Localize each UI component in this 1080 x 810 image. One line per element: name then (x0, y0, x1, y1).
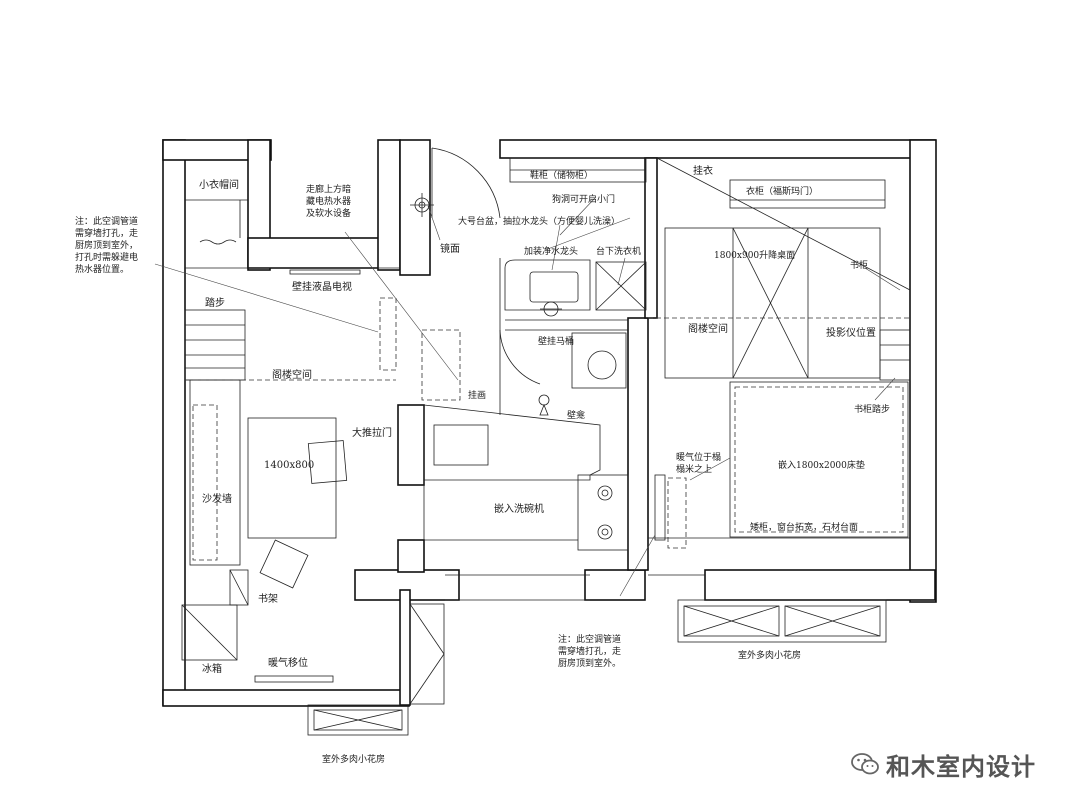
book-steps (879, 329, 911, 381)
label-loft-left: 阁楼空间 (272, 368, 312, 381)
label-note-left-4: 打孔时需躲避电 (75, 251, 138, 263)
label-heater-under-1: 暖气位于榻 (676, 451, 721, 463)
wall-top-right (499, 139, 936, 159)
label-bay-window: 矮柜，窗台拓宽，石材台面 (750, 521, 858, 533)
label-garden-left: 室外多肉小花房 (322, 753, 385, 765)
label-niche: 壁龛 (567, 409, 585, 421)
wall-bedroom-left (627, 317, 649, 571)
leader-lines (154, 197, 901, 597)
label-hang-clothes: 挂衣 (693, 164, 713, 177)
watermark-text: 和木室内设计 (886, 752, 1036, 781)
label-book-cabinet: 书柜 (850, 259, 868, 271)
garden-side (409, 603, 445, 705)
stairs (184, 309, 246, 381)
label-book-steps: 书柜踏步 (854, 403, 890, 415)
toilet-area (571, 332, 627, 389)
wall-pillar-mid (584, 569, 646, 601)
toilet (587, 350, 617, 380)
label-fridge: 冰箱 (202, 662, 222, 675)
label-loft-right: 阁楼空间 (688, 322, 728, 335)
text-labels: 小衣帽间 注：此空调管道 需穿墙打孔，走 厨房顶到室外， 打孔时需躲避电 热水器… (75, 164, 890, 765)
chair-2 (259, 539, 309, 589)
fridge (181, 604, 238, 661)
label-small-closet: 小衣帽间 (199, 178, 239, 191)
label-wardrobe: 衣柜（福斯玛门） (746, 185, 818, 197)
label-projector: 投影仪位置 (826, 326, 876, 339)
tv-panel (289, 269, 361, 275)
label-note-bottom-2: 需穿墙打孔，走 (558, 645, 621, 657)
label-washer: 台下洗衣机 (596, 245, 641, 257)
label-mirror: 镜面 (440, 242, 460, 255)
table (247, 417, 337, 539)
label-note-left-5: 热水器位置。 (75, 263, 129, 275)
label-note-bottom-3: 厨房顶到室外。 (558, 657, 621, 669)
watermark: 和木室内设计 (850, 748, 1050, 781)
wall-kitchen-left-low (397, 539, 425, 573)
label-toilet: 壁挂马桶 (538, 335, 574, 347)
walls (162, 139, 937, 707)
label-sliding-door: 大推拉门 (352, 426, 392, 439)
bedroom (648, 157, 911, 643)
garden-left (307, 704, 409, 736)
label-lift-table: 1800x900升降桌面 (714, 249, 795, 261)
label-bookshelf: 书架 (258, 593, 278, 605)
bathroom-kitchen (423, 157, 647, 551)
label-note-left-3: 厨房顶到室外， (75, 239, 138, 251)
lift-table-area (664, 227, 881, 379)
label-steps: 踏步 (205, 296, 225, 309)
label-note-bottom-1: 注：此空调管道 (558, 633, 621, 645)
wall-right (909, 139, 937, 603)
label-note-left-1: 注：此空调管道 (75, 215, 138, 227)
label-heater-move: 暖气移位 (268, 656, 308, 669)
label-tv: 壁挂液晶电视 (292, 280, 352, 293)
washing-machine (595, 261, 647, 311)
kitchen-sink (433, 424, 489, 466)
label-note-left-2: 需穿墙打孔，走 (75, 227, 138, 239)
entrance (410, 147, 501, 219)
garden-right (677, 599, 887, 643)
wechat-icon (851, 753, 879, 775)
label-shoe-cabinet: 鞋柜（储物柜） (530, 169, 593, 181)
wall-bottom-mid (399, 589, 411, 706)
wall-corridor-right (399, 139, 431, 276)
wall-top-left (162, 139, 272, 161)
wall-bottom-left (162, 689, 410, 707)
basin-counter (504, 259, 591, 311)
wall-corridor-left (377, 139, 401, 271)
wall-kitchen-left (397, 404, 425, 486)
left-room (181, 199, 590, 736)
label-painting: 挂画 (468, 389, 486, 401)
label-corridor-2: 藏电热水器 (306, 195, 351, 207)
heater (254, 675, 334, 683)
label-pet-door: 狗洞可开启小门 (552, 193, 615, 205)
door-swing (431, 147, 501, 219)
label-basin: 大号台盆，抽拉水龙头（方便婴儿洗澡） (458, 215, 620, 227)
label-dishwasher: 嵌入洗碗机 (494, 502, 544, 515)
label-mattress: 嵌入1800x2000床垫 (778, 459, 865, 471)
wall-pillar-right (704, 569, 936, 601)
label-table: 1400x800 (264, 460, 314, 471)
label-garden-right: 室外多肉小花房 (738, 649, 801, 661)
label-heater-under-2: 榻米之上 (676, 463, 712, 475)
label-purifier: 加装净水龙头 (524, 245, 578, 257)
label-corridor-1: 走廊上方暗 (306, 183, 351, 195)
chair-1 (307, 440, 348, 484)
sofa-wall (189, 379, 241, 566)
basin (529, 271, 579, 303)
label-sofa: 沙发墙 (202, 492, 232, 505)
label-corridor-3: 及软水设备 (306, 207, 351, 219)
wardrobe (729, 179, 886, 209)
wall-bath-right (644, 157, 658, 319)
bed-platform (729, 381, 909, 538)
stove (577, 474, 629, 551)
